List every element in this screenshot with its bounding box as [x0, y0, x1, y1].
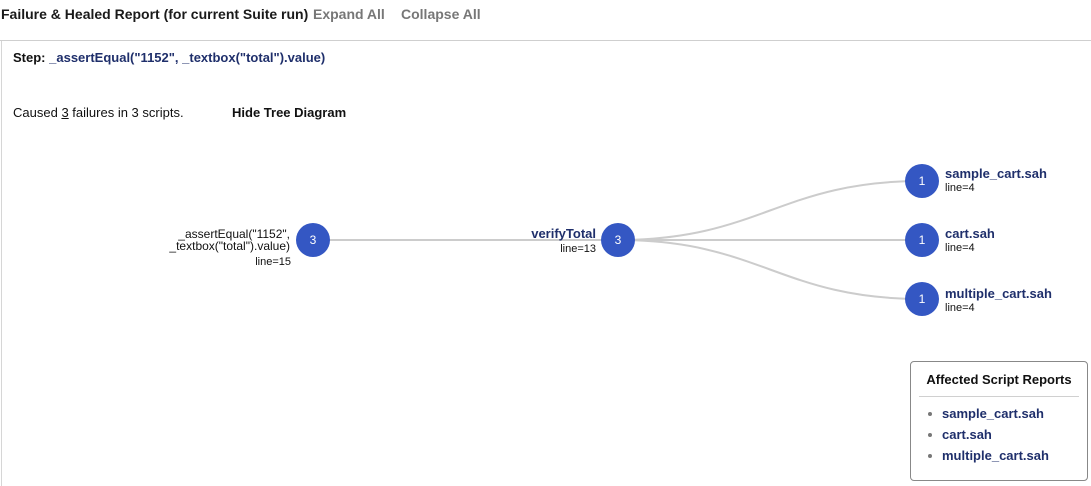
caused-suffix: failures in 3 scripts.: [72, 105, 184, 120]
root-node[interactable]: 3: [296, 223, 330, 257]
leaf-node-2[interactable]: 1: [905, 223, 939, 257]
leaf-node-3-name[interactable]: multiple_cart.sah: [945, 286, 1052, 301]
caused-prefix: Caused: [13, 105, 58, 120]
affected-reports-list: sample_cart.sah cart.sah multiple_cart.s…: [911, 406, 1049, 469]
failure-summary: Caused 3 failures in 3 scripts.: [13, 105, 184, 120]
root-node-line: line=15: [255, 256, 291, 268]
link-mid-leaf-3: [617, 239, 923, 300]
root-node-count: 3: [310, 233, 317, 247]
affected-report-link-cart[interactable]: cart.sah: [911, 427, 1049, 448]
affected-reports-divider: [919, 396, 1079, 397]
link-mid-leaf-1: [617, 180, 923, 241]
leaf-node-2-name[interactable]: cart.sah: [945, 226, 995, 241]
mid-node[interactable]: 3: [601, 223, 635, 257]
root-node-label-line1: _assertEqual("1152",: [177, 227, 290, 241]
root-node-label-line2: _textbox("total").value): [168, 239, 290, 253]
report-header: Failure & Healed Report (for current Sui…: [0, 0, 1091, 40]
leaf-node-1[interactable]: 1: [905, 164, 939, 198]
step-expression: _assertEqual("1152", _textbox("total").v…: [49, 50, 326, 65]
leaf-node-3-count: 1: [919, 292, 926, 306]
step-heading: Step: _assertEqual("1152", _textbox("tot…: [13, 50, 325, 65]
failure-panel: [1, 41, 1090, 486]
leaf-node-1-name[interactable]: sample_cart.sah: [945, 166, 1047, 181]
mid-node-name[interactable]: verifyTotal: [531, 226, 596, 241]
mid-node-line: line=13: [560, 243, 596, 255]
affected-reports-title: Affected Script Reports: [926, 372, 1072, 387]
failure-count-link[interactable]: 3: [61, 105, 69, 120]
leaf-node-2-line: line=4: [945, 242, 975, 254]
header-divider: [0, 40, 1091, 41]
mid-node-count: 3: [615, 233, 622, 247]
expand-all-link[interactable]: Expand All: [313, 6, 385, 22]
leaf-node-2-count: 1: [919, 233, 926, 247]
collapse-all-link[interactable]: Collapse All: [401, 6, 481, 22]
affected-report-link-sample-cart[interactable]: sample_cart.sah: [911, 406, 1049, 427]
leaf-node-1-count: 1: [919, 174, 926, 188]
report-title: Failure & Healed Report (for current Sui…: [1, 6, 309, 22]
leaf-node-3[interactable]: 1: [905, 282, 939, 316]
leaf-node-1-line: line=4: [945, 182, 975, 194]
affected-report-link-multiple-cart[interactable]: multiple_cart.sah: [911, 448, 1049, 469]
leaf-node-3-line: line=4: [945, 302, 975, 314]
step-label: Step:: [13, 50, 46, 65]
affected-script-reports-box: Affected Script Reports sample_cart.sah …: [910, 361, 1088, 481]
hide-tree-diagram-link[interactable]: Hide Tree Diagram: [232, 105, 347, 120]
